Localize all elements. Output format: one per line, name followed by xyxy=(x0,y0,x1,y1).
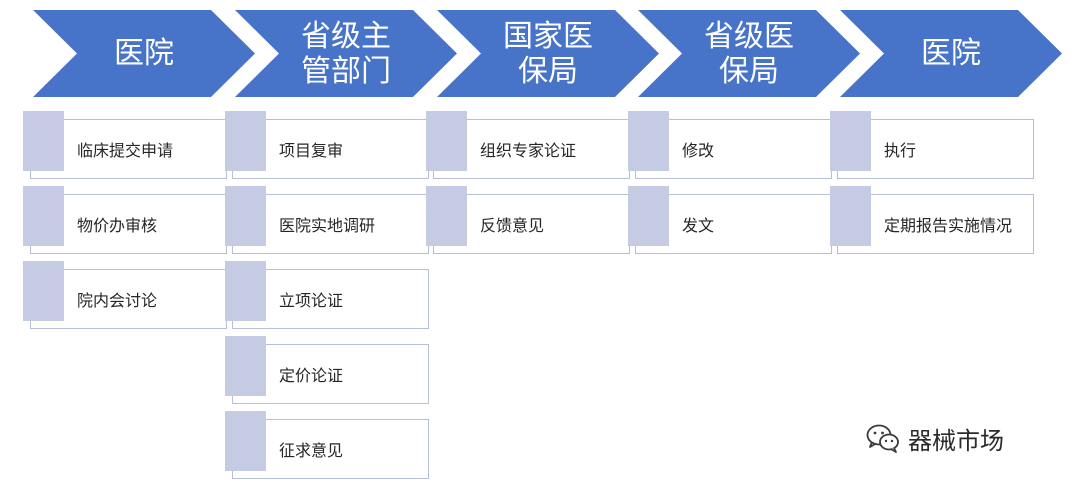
step-label: 临床提交申请 xyxy=(77,141,174,160)
step-swatch xyxy=(830,111,871,171)
step-swatch xyxy=(225,186,266,246)
stage-1-chevron-shape xyxy=(33,10,255,97)
step-swatch xyxy=(426,111,467,171)
step-swatch xyxy=(225,411,266,471)
step-swatch xyxy=(23,186,64,246)
stage-2-chevron-shape xyxy=(235,10,457,97)
stage-5-step-2: 定期报告实施情况 xyxy=(830,186,1034,254)
wechat-icon xyxy=(866,424,899,453)
stage-2-step-3: 立项论证 xyxy=(225,261,429,329)
step-label: 发文 xyxy=(682,216,715,235)
step-label: 执行 xyxy=(884,141,917,160)
stage-4-label: 省级医 保局 xyxy=(704,18,794,89)
stage-1-chevron: 医院 xyxy=(33,10,255,97)
stage-3-chevron: 国家医 保局 xyxy=(437,10,659,97)
stage-4-step-1: 修改 xyxy=(628,111,832,179)
stage-2-step-2: 医院实地调研 xyxy=(225,186,429,254)
step-label: 征求意见 xyxy=(279,441,344,460)
step-label: 立项论证 xyxy=(279,291,344,310)
step-label: 物价办审核 xyxy=(77,216,158,235)
stage-5-chevron: 医院 xyxy=(840,10,1062,97)
step-swatch xyxy=(426,186,467,246)
step-swatch xyxy=(225,261,266,321)
step-label: 定价论证 xyxy=(279,366,344,385)
stage-2-step-1: 项目复审 xyxy=(225,111,429,179)
watermark: 器械市场 xyxy=(866,418,1004,458)
stage-4-chevron: 省级医 保局 xyxy=(638,10,860,97)
stage-3-step-2: 反馈意见 xyxy=(426,186,630,254)
step-label: 定期报告实施情况 xyxy=(884,216,1013,235)
stage-1-step-1: 临床提交申请 xyxy=(23,111,227,179)
step-swatch xyxy=(628,186,669,246)
stage-3-chevron-shape xyxy=(437,10,659,97)
step-swatch xyxy=(225,111,266,171)
stage-1-label: 医院 xyxy=(114,36,174,71)
stage-5-label: 医院 xyxy=(921,36,981,71)
stage-3-step-1: 组织专家论证 xyxy=(426,111,630,179)
stage-5-step-1: 执行 xyxy=(830,111,1034,179)
watermark-text: 器械市场 xyxy=(908,426,1004,455)
stage-1-step-2: 物价办审核 xyxy=(23,186,227,254)
step-swatch xyxy=(23,261,64,321)
stage-1-step-3: 院内会讨论 xyxy=(23,261,227,329)
stage-2-step-4: 定价论证 xyxy=(225,336,429,404)
step-label: 组织专家论证 xyxy=(480,141,577,160)
stage-2-step-5: 征求意见 xyxy=(225,411,429,479)
stage-4-chevron-shape xyxy=(638,10,860,97)
stage-2-label: 省级主 管部门 xyxy=(301,18,391,89)
step-label: 反馈意见 xyxy=(480,216,545,235)
step-label: 修改 xyxy=(682,141,715,160)
step-label: 医院实地调研 xyxy=(279,216,376,235)
stage-5-chevron-shape xyxy=(840,10,1062,97)
stage-2-chevron: 省级主 管部门 xyxy=(235,10,457,97)
step-label: 项目复审 xyxy=(279,141,344,160)
step-label: 院内会讨论 xyxy=(77,291,158,310)
step-swatch xyxy=(23,111,64,171)
step-swatch xyxy=(225,336,266,396)
stage-3-label: 国家医 保局 xyxy=(503,18,593,89)
step-swatch xyxy=(830,186,871,246)
stage-4-step-2: 发文 xyxy=(628,186,832,254)
step-swatch xyxy=(628,111,669,171)
